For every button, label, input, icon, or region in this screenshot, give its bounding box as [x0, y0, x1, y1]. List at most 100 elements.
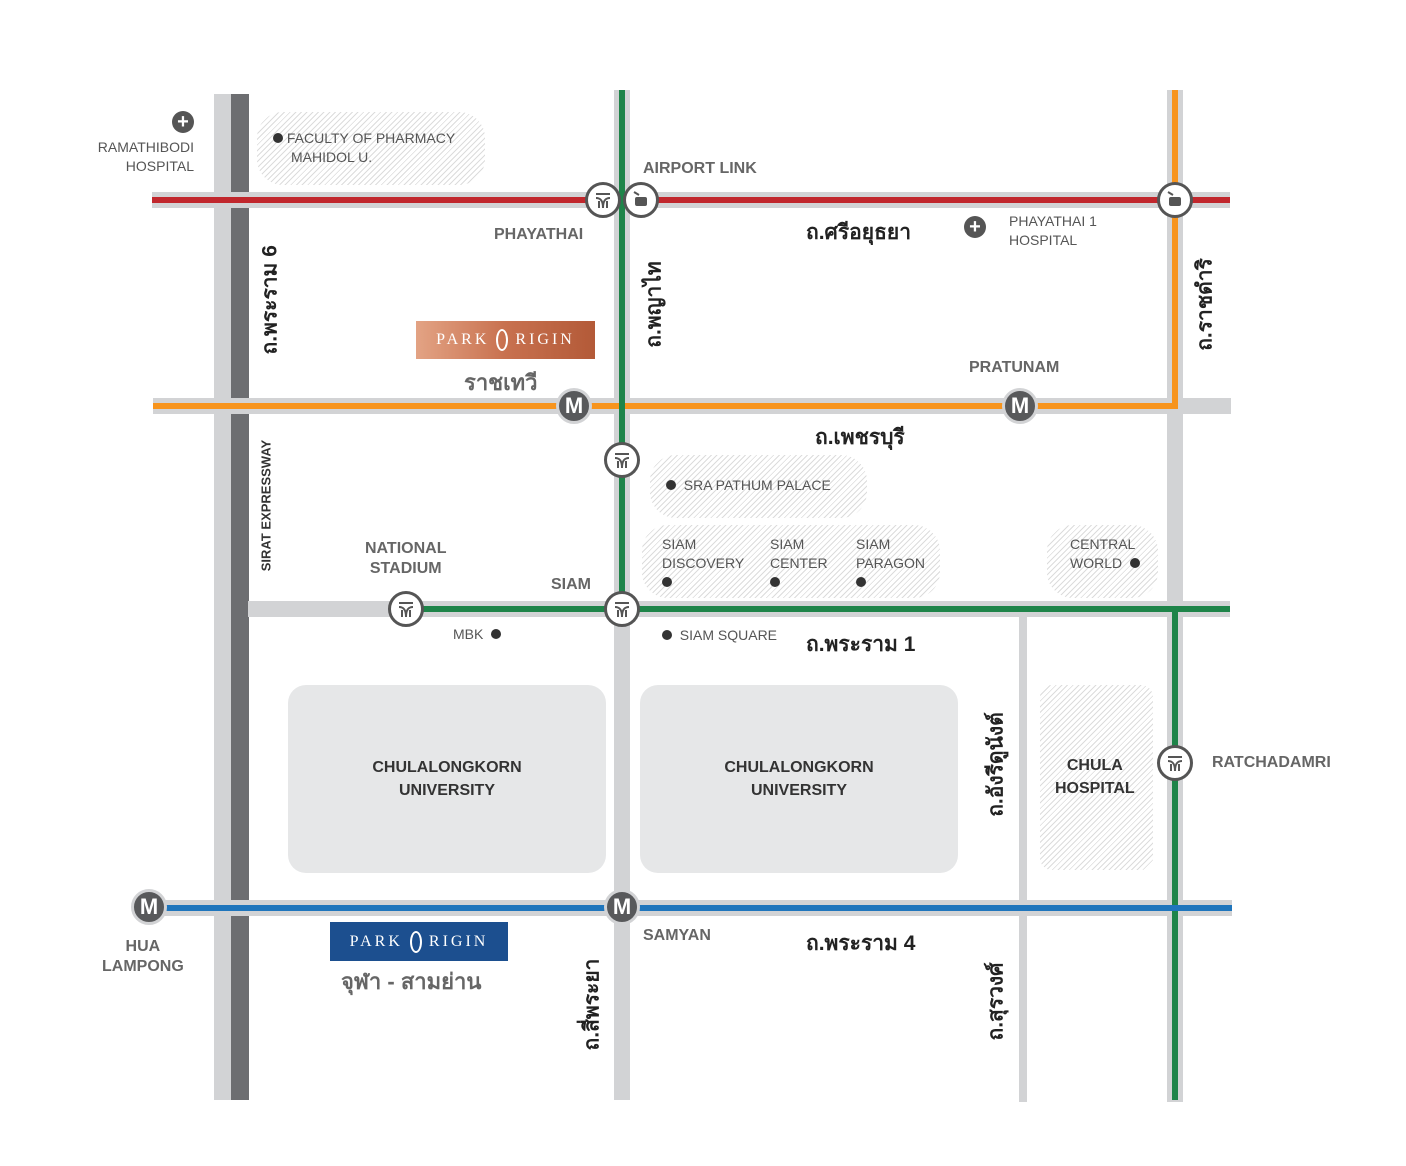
poi-dot [1129, 558, 1140, 568]
bts-station-icon[interactable] [604, 442, 640, 478]
bts-glyph-icon [595, 193, 611, 209]
park-origin-chula-samyan-logo[interactable]: PARK RIGIN [330, 922, 508, 961]
bts-silom-line [406, 606, 1230, 612]
road-label-surawong: ถ.สุรวงศ์ [984, 962, 1008, 1041]
label: SRA PATHUM PALACE [683, 477, 831, 493]
label: SIAM [662, 536, 697, 552]
airport-link-label: AIRPORT LINK [643, 160, 757, 177]
chula-hospital-area [1040, 685, 1153, 870]
park-origin-rajthevee-logo[interactable]: PARK RIGIN [416, 321, 595, 359]
siam-paragon-label: SIAM PARAGON [856, 535, 925, 592]
label: CENTER [770, 555, 828, 571]
siam-label: SIAM [551, 576, 591, 593]
label: SIAM SQUARE [679, 627, 778, 643]
road-label-phetchaburi: ถ.เพชรบุรี [815, 426, 905, 449]
poi-dot [662, 630, 672, 640]
airport-link-station-icon[interactable] [1157, 182, 1193, 218]
samyan-label: SAMYAN [643, 927, 711, 944]
ramathibodi-hospital-label: RAMATHIBODI HOSPITAL [97, 139, 194, 174]
road-label-phayathai: ถ.พญาไท [642, 261, 666, 348]
label: UNIVERSITY [750, 782, 847, 799]
road-label-henri-dunant: ถ.อังรีดูนังต์ [984, 712, 1008, 817]
poi-dot [662, 577, 672, 587]
mrt-station-icon[interactable]: M [131, 889, 167, 925]
train-icon [633, 191, 647, 206]
logo-text: RIGIN [428, 932, 489, 950]
siam-center-label: SIAM CENTER [770, 535, 828, 592]
mrt-station-icon[interactable]: M [1002, 388, 1038, 424]
mrt-orange-line [153, 403, 1178, 409]
label: CENTRAL [1070, 536, 1136, 552]
road-label-si-phraya: ถ.สี่พระยา [580, 958, 604, 1051]
mbk-label: MBK [453, 625, 502, 644]
label: MBK [453, 626, 484, 642]
bts-sukhumvit-line [619, 90, 625, 612]
road-henri-dunant [1019, 617, 1027, 1102]
mrt-blue-line [150, 905, 1232, 911]
mrt-orange-line-north [1172, 90, 1178, 409]
bts-station-icon[interactable] [604, 591, 640, 627]
airport-rail-link-line [152, 197, 1230, 203]
mrt-station-icon[interactable]: M [604, 889, 640, 925]
label: CHULALONGKORN [372, 759, 522, 776]
label: CHULALONGKORN [724, 759, 874, 776]
poi-dot [491, 629, 502, 639]
chula-hospital-label: CHULA HOSPITAL [1055, 754, 1135, 800]
siam-discovery-label: SIAM DISCOVERY [662, 535, 744, 592]
sra-pathum-area [650, 455, 867, 518]
label: WORLD [1070, 555, 1123, 571]
road-rama6 [214, 94, 232, 1100]
label: HOSPITAL [1055, 780, 1135, 797]
label: MAHIDOL U. [291, 149, 373, 165]
pharmacy-label: FACULTY OF PHARMACY MAHIDOL U. [273, 129, 455, 167]
poi-dot [770, 577, 780, 587]
siam-square-label: SIAM SQUARE [662, 626, 777, 645]
label: DISCOVERY [662, 555, 745, 571]
label: PARAGON [856, 555, 925, 571]
chulalongkorn-university-block-east: CHULALONGKORN UNIVERSITY [640, 685, 958, 873]
label: FACULTY OF PHARMACY [286, 130, 456, 146]
road-label-ratchadamri: ถ.ราชดำริ [1193, 258, 1217, 351]
train-icon [1167, 191, 1181, 206]
mrt-station-icon[interactable]: M [556, 388, 592, 424]
siam-malls-area [642, 525, 940, 598]
label: SIAM [856, 536, 891, 552]
national-stadium-label: NATIONAL STADIUM [365, 539, 446, 579]
road-ratchadamri [1167, 90, 1183, 1102]
poi-dot [666, 480, 676, 490]
sra-pathum-label: SRA PATHUM PALACE [666, 476, 831, 495]
phayathai1-hospital-label: PHAYATHAI 1 HOSPITAL [1009, 212, 1097, 250]
label: UNIVERSITY [398, 782, 495, 799]
label: NATIONAL [365, 540, 447, 557]
hospital-icon: + [964, 216, 986, 238]
road-label-rama6: ถ.พระราม 6 [258, 245, 282, 355]
label: CHULA [1066, 757, 1123, 774]
pharmacy-area [257, 112, 485, 185]
pratunam-label: PRATUNAM [969, 359, 1060, 376]
central-world-label: CENTRAL WORLD [1070, 535, 1140, 573]
logo-o-icon [496, 329, 509, 351]
road-label-rama1: ถ.พระราม 1 [806, 633, 916, 656]
bts-glyph-icon [1167, 756, 1183, 772]
label: SIAM [770, 536, 805, 552]
road-label-sri-ayutthaya: ถ.ศรีอยุธยา [806, 221, 911, 244]
label: STADIUM [369, 560, 442, 577]
airport-link-station-icon[interactable] [623, 182, 659, 218]
logo-text: RIGIN [515, 331, 575, 348]
bts-station-icon[interactable] [388, 591, 424, 627]
project-label-chula-samyan: จุฬา - สามย่าน [341, 969, 482, 994]
sirat-expressway [231, 94, 249, 1100]
label: LAMPONG [102, 958, 184, 975]
bts-station-icon[interactable] [585, 182, 621, 218]
bts-glyph-icon [398, 602, 414, 618]
label: PHAYATHAI 1 [1009, 213, 1097, 229]
bts-station-icon[interactable] [1157, 745, 1193, 781]
bts-glyph-icon [614, 453, 630, 469]
label: HOSPITAL [1009, 232, 1078, 248]
road-label-sirat-expressway: SIRAT EXPRESSWAY [258, 439, 274, 572]
ratchadamri-label: RATCHADAMRI [1212, 754, 1331, 771]
poi-dot [273, 133, 283, 143]
hospital-icon: + [172, 111, 194, 133]
